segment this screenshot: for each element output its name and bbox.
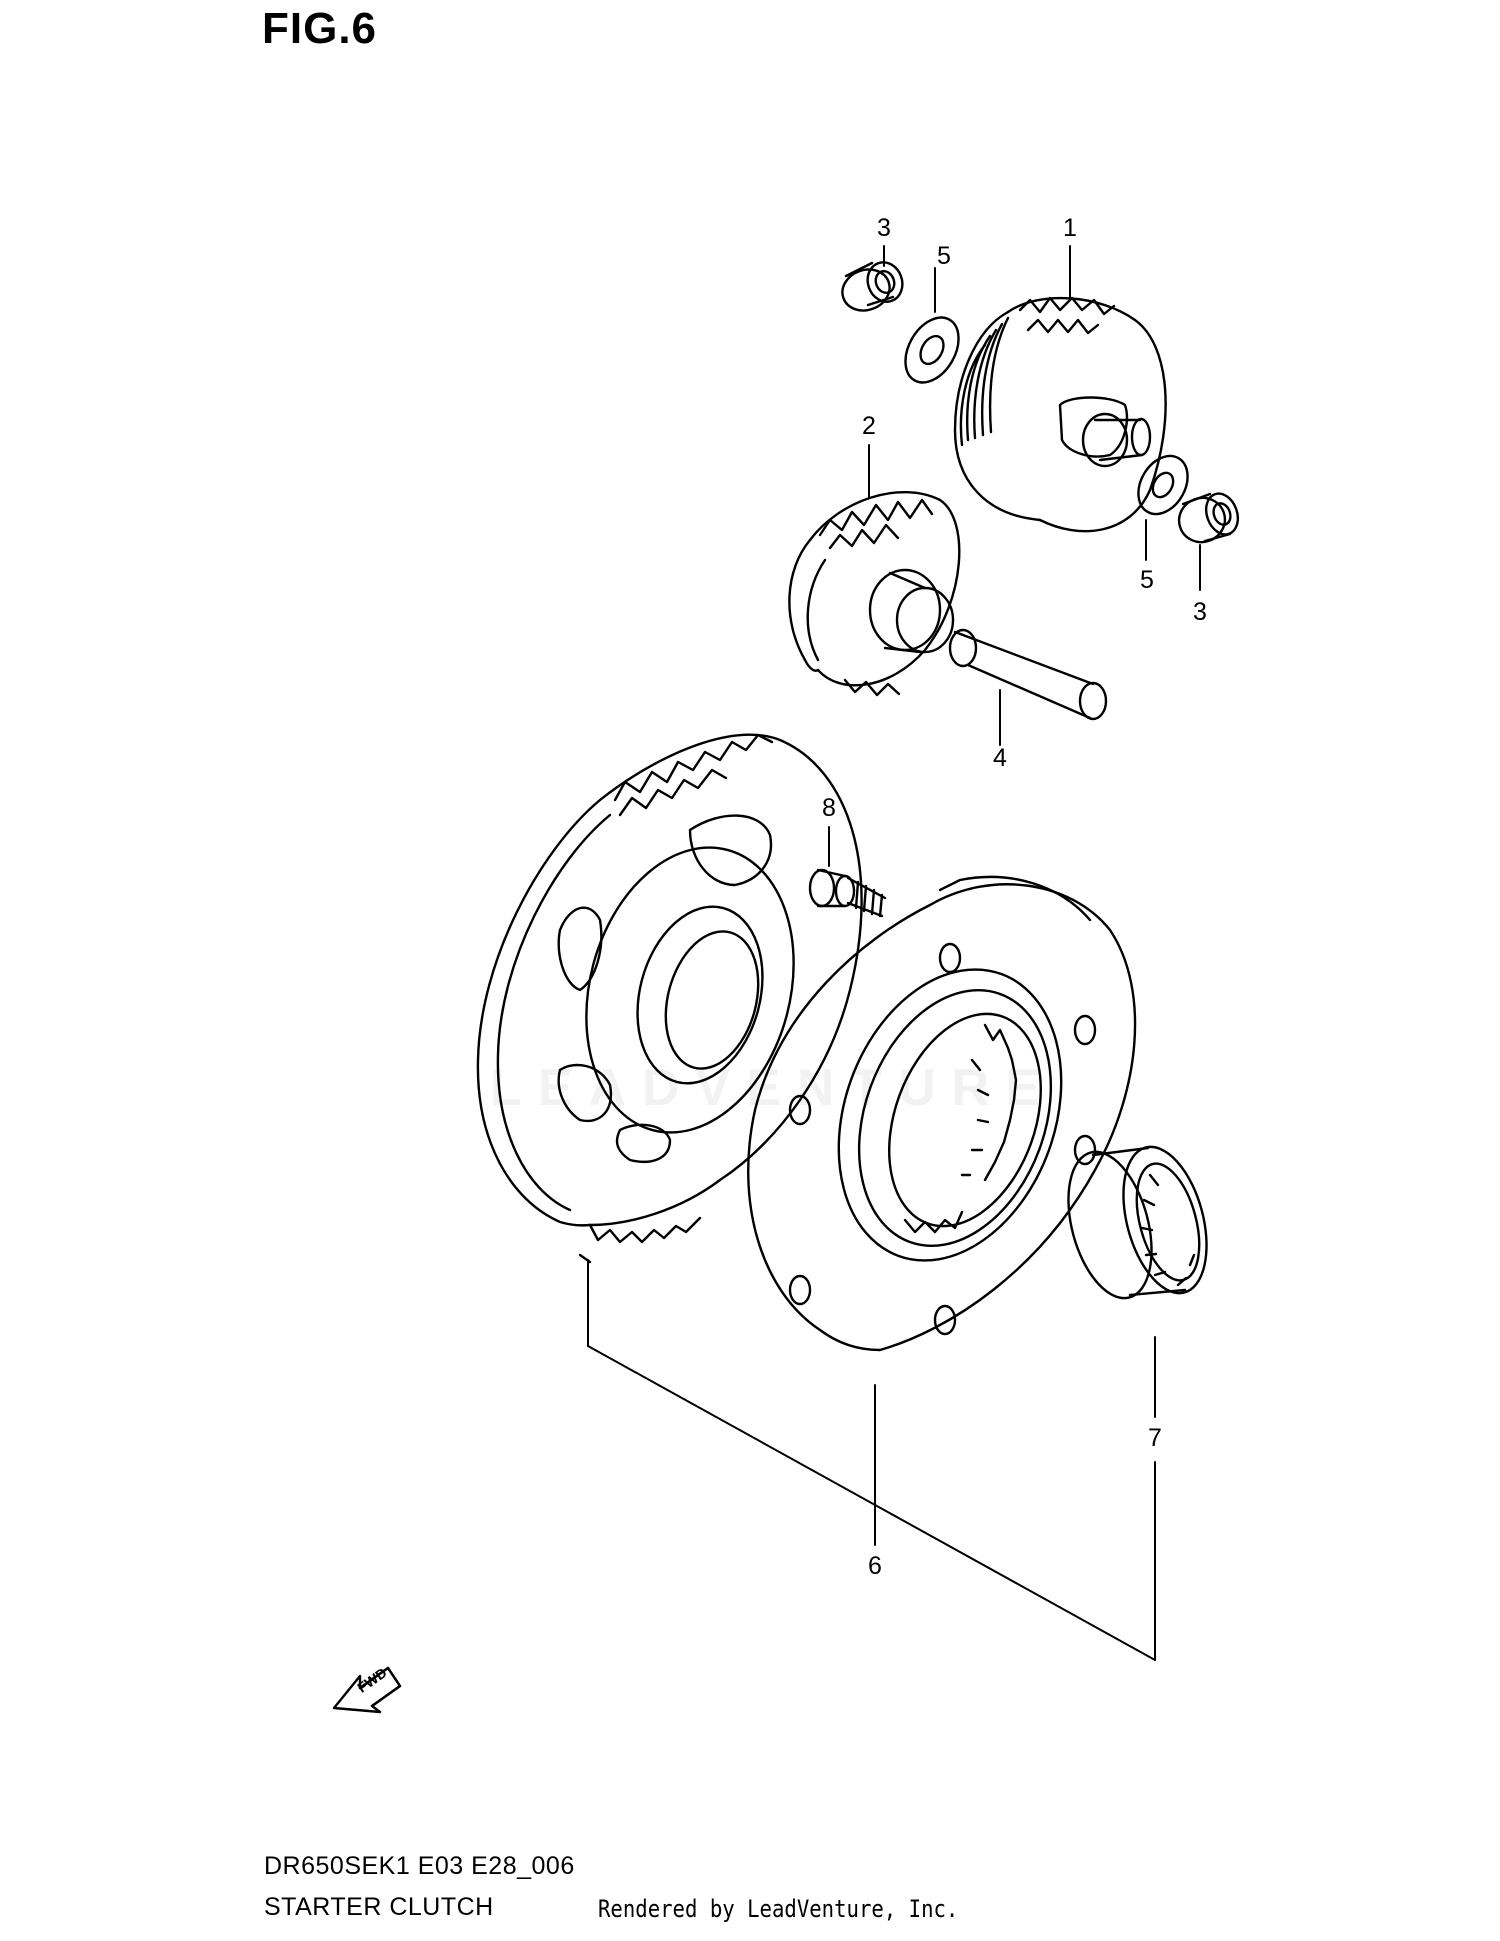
callout-7: 7 (1148, 1424, 1162, 1452)
callout-5-top: 5 (937, 242, 951, 270)
part-3-bushing-right (1177, 492, 1240, 544)
part-4-shaft (948, 628, 1108, 721)
callout-3-right: 3 (1193, 598, 1207, 626)
part-6-large-gear (476, 733, 863, 1264)
part-3-bushing-left (841, 261, 904, 312)
callout-4: 4 (993, 744, 1007, 772)
part-5-washer-right (1137, 454, 1189, 516)
callout-1: 1 (1063, 214, 1077, 242)
part-1-starter-gear (953, 296, 1167, 533)
part-8-bolt (808, 868, 887, 918)
figure-title: FIG.6 (262, 4, 378, 53)
callout-3-top: 3 (877, 214, 891, 242)
callout-2: 2 (862, 412, 876, 440)
callout-8: 8 (822, 794, 836, 822)
section-name: STARTER CLUTCH (264, 1893, 494, 1921)
part-7-needle-bearing (1067, 1145, 1208, 1300)
callout-5-right: 5 (1140, 566, 1154, 594)
callout-6: 6 (868, 1552, 882, 1580)
model-code: DR650SEK1 E03 E28_006 (264, 1852, 575, 1880)
fwd-arrow-icon (332, 1666, 402, 1714)
render-credit: Rendered by LeadVenture, Inc. (598, 1895, 959, 1923)
leader-lines (587, 245, 1201, 1661)
part-2-idler-gear (788, 491, 961, 697)
part-6-clutch-flange (747, 875, 1137, 1352)
part-5-washer-left (904, 316, 960, 384)
